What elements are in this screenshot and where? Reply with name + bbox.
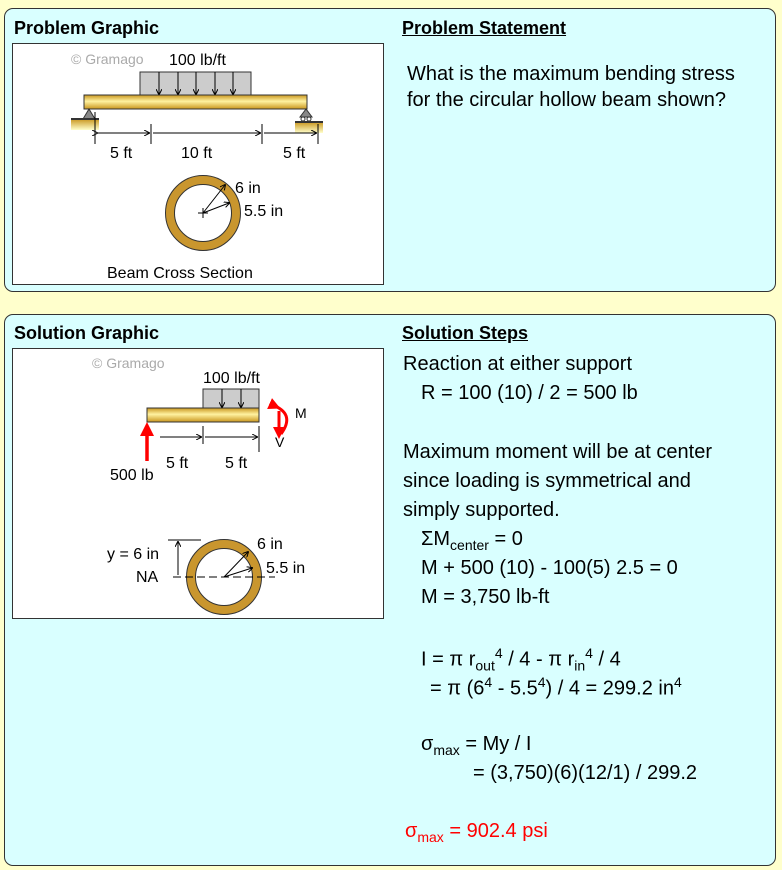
dim-left: 5 ft: [166, 455, 189, 472]
answer: σmax = 902.4 psi: [405, 820, 548, 845]
inner-radius-label: 5.5 in: [244, 203, 283, 220]
dim-right: 5 ft: [225, 455, 248, 472]
dim-left: 5 ft: [110, 145, 133, 162]
solution-panel: Solution Graphic Solution Steps © Gramag…: [4, 314, 776, 866]
hollow-section: [165, 175, 241, 251]
beam-diagram: © Gramago 100 lb/ft 5 ft 10 ft 5 ft: [71, 51, 323, 282]
distributed-load: [202, 388, 260, 409]
load-label: 100 lb/ft: [169, 52, 226, 69]
problem-statement: What is the maximum bending stress for t…: [407, 61, 735, 113]
outer-radius-label: 6 in: [235, 180, 261, 197]
moment-label: M: [295, 405, 307, 421]
step-line: M + 500 (10) - 100(5) 2.5 = 0: [421, 557, 678, 579]
load-label: 100 lb/ft: [203, 370, 260, 387]
solution-steps-title: Solution Steps: [402, 323, 528, 343]
pin-support: [82, 108, 96, 120]
step-line: M = 3,750 lb-ft: [421, 586, 550, 608]
step-line: ΣMcenter = 0: [421, 528, 523, 553]
step-line: R = 100 (10) / 2 = 500 lb: [421, 382, 638, 404]
dim-middle: 10 ft: [181, 145, 213, 162]
beam-segment: [146, 407, 260, 423]
problem-graphic-title: Problem Graphic: [14, 18, 160, 38]
problem-panel: Problem Graphic Problem Statement © Gram…: [4, 8, 776, 292]
roller-support: [299, 108, 313, 118]
inner-radius-label: 5.5 in: [266, 560, 305, 577]
dimension-lines: [95, 112, 319, 144]
step-line: I = π rout4 / 4 - π rin4 / 4: [421, 645, 621, 674]
watermark: © Gramago: [92, 355, 165, 371]
step-line: = π (64 - 5.54) / 4 = 299.2 in4: [430, 674, 682, 700]
problem-graphic: © Gramago 100 lb/ft 5 ft 10 ft 5 ft: [12, 43, 384, 285]
step-line: = (3,750)(6)(12/1) / 299.2: [473, 762, 698, 784]
solution-graphic: © Gramago 100 lb/ft 500 lb M V 5 ft 5 ft…: [12, 348, 384, 619]
reaction-label: 500 lb: [110, 467, 154, 484]
cross-section-caption: Beam Cross Section: [107, 265, 253, 282]
step-line: Reaction at either support: [403, 353, 633, 375]
step-line: simply supported.: [403, 499, 560, 521]
dim-right: 5 ft: [283, 145, 306, 162]
step-line: σmax = My / I: [421, 733, 532, 758]
step-line: since loading is symmetrical and: [403, 470, 691, 492]
watermark: © Gramago: [71, 51, 144, 67]
load-arrows: [159, 72, 233, 94]
statement-line: for the circular hollow beam shown?: [407, 89, 727, 111]
shear-label: V: [275, 434, 285, 450]
na-label: NA: [136, 569, 159, 586]
problem-statement-title: Problem Statement: [402, 18, 567, 38]
outer-radius-label: 6 in: [257, 536, 283, 553]
free-body-diagram: © Gramago 100 lb/ft 500 lb M V 5 ft 5 ft…: [92, 355, 307, 615]
moment-arrow: [267, 398, 289, 435]
y-label: y = 6 in: [107, 546, 159, 563]
beam: [83, 94, 308, 110]
statement-line: What is the maximum bending stress: [407, 63, 735, 85]
solution-graphic-title: Solution Graphic: [14, 323, 160, 343]
step-line: Maximum moment will be at center: [403, 441, 712, 463]
